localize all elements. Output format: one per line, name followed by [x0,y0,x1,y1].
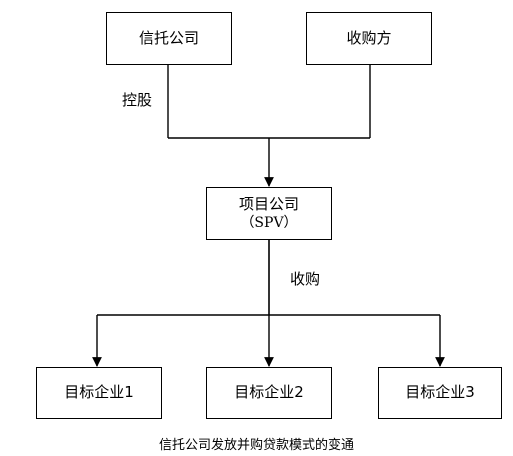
node-project-company-label: 项目公司 [238,194,299,213]
node-target-1: 目标企业1 [36,367,162,419]
node-trust-company: 信托公司 [106,12,232,65]
node-project-company-sublabel: （SPV） [240,215,298,232]
edge-label-holding: 控股 [122,91,153,109]
node-target-2-label: 目标企业2 [234,383,304,402]
node-acquirer: 收购方 [306,12,432,65]
diagram-caption: 信托公司发放并购贷款模式的变通 [158,438,354,453]
node-target-3-label: 目标企业3 [405,383,475,402]
edge-label-acquisition: 收购 [290,270,321,288]
node-target-3: 目标企业3 [378,367,502,419]
node-trust-company-label: 信托公司 [138,28,199,47]
node-project-company: 项目公司 （SPV） [206,187,332,240]
node-target-2: 目标企业2 [206,367,332,419]
node-acquirer-label: 收购方 [346,28,392,47]
node-target-1-label: 目标企业1 [64,383,134,402]
